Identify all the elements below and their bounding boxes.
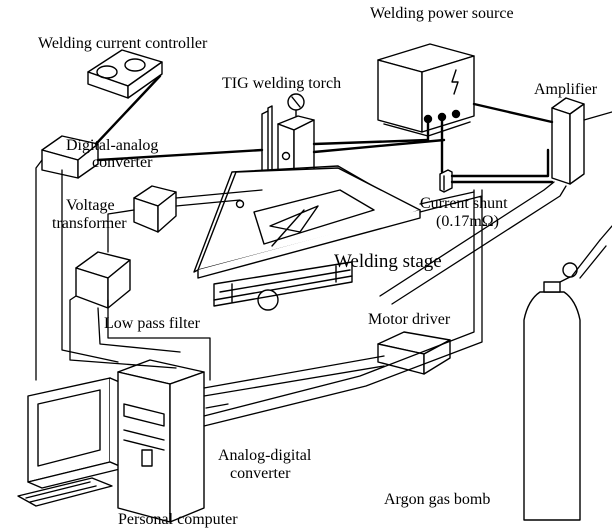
welding-stage [194,166,420,310]
label-welding-current-controller: Welding current controller [38,36,207,51]
label-analog-digital-line2: converter [230,466,290,481]
welding-current-controller [88,50,162,98]
voltage-transformer-box [134,186,176,232]
label-personal-computer: Personal computer [118,512,238,527]
label-argon-gas-bomb: Argon gas bomb [384,492,490,507]
label-current-shunt-line2: (0.17mΩ) [436,214,499,229]
argon-gas-bomb [524,263,580,520]
welding-power-source [378,44,474,136]
label-digital-analog-line2: converter [92,155,152,170]
label-voltage-transformer-line1: Voltage [66,198,115,213]
amplifier-box [552,98,584,184]
current-shunt [440,170,452,192]
label-low-pass-filter: Low pass filter [104,316,200,331]
label-tig-welding-torch: TIG welding torch [222,76,341,91]
label-voltage-transformer-line2: transformer [52,216,127,231]
label-analog-digital-line1: Analog-digital [218,448,311,463]
label-current-shunt-line1: Current shunt [420,196,508,211]
label-amplifier: Amplifier [534,82,597,97]
label-welding-stage: Welding stage [334,254,442,269]
low-pass-filter-box [76,252,130,308]
label-digital-analog-line1: Digital-analog [66,138,158,153]
label-welding-power-source: Welding power source [370,6,514,21]
personal-computer [18,360,204,522]
label-motor-driver: Motor driver [368,312,450,327]
